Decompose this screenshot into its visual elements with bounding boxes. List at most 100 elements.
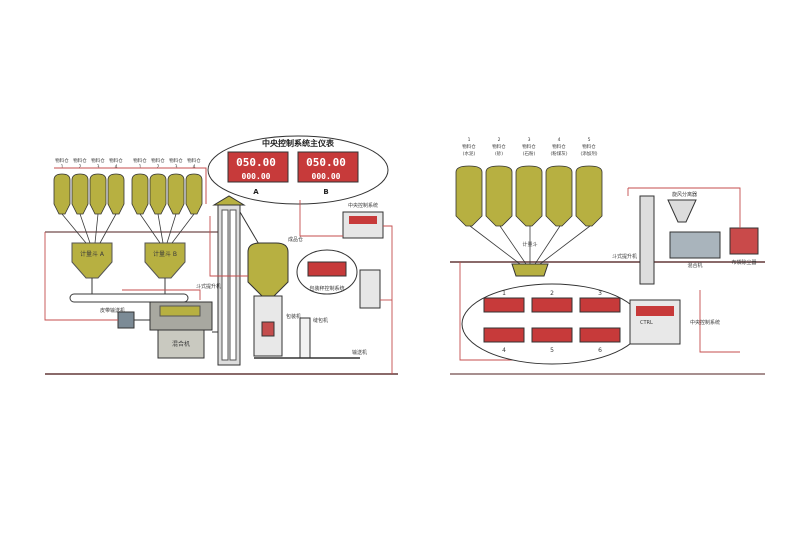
- bin-sub: (水泥): [463, 150, 476, 157]
- left-silo-b-3: [167, 173, 185, 215]
- panel-number: 5: [550, 347, 554, 354]
- left-silo-b-1: [131, 173, 149, 215]
- bin-label: 物料仓: [151, 157, 165, 164]
- panel-number: 2: [550, 290, 554, 297]
- display-a-value: 050.00: [236, 156, 276, 169]
- bin-number: 3: [97, 164, 100, 170]
- left-silo-a-1: [53, 173, 71, 215]
- panel-display-5: [531, 327, 573, 343]
- display-b-sub: 000.00: [312, 172, 341, 181]
- bin-number: 1: [139, 164, 142, 170]
- panel-display-6: [579, 327, 621, 343]
- bin-sub: (砂): [495, 150, 503, 157]
- scale-hopper-b: 计量斗 B: [144, 242, 186, 279]
- bin-label: 物料仓: [582, 143, 596, 150]
- panel-number: 3: [598, 290, 602, 297]
- left-silo-b-4: [185, 173, 203, 215]
- right-diagram: 物料仓(水泥)1物料仓(砂)2物料仓(石粉)3物料仓(粉煤灰)4物料仓(添加剂)…: [450, 137, 765, 375]
- bin-number: 1: [468, 137, 471, 143]
- finished-bin-label: 成品仓: [288, 236, 303, 243]
- central-panel-title: 中央控制系统主仪表: [262, 138, 335, 148]
- scale-hopper-b-label: 计量斗 B: [153, 250, 177, 258]
- mixer: 混合机: [117, 301, 213, 359]
- display-a-label: A: [253, 188, 259, 196]
- central-control-cabinet: 中央控制系统: [342, 202, 384, 239]
- bin-label: 物料仓: [169, 157, 183, 164]
- right-silo-2: [485, 165, 513, 227]
- bin-label: 物料仓: [133, 157, 147, 164]
- bin-number: 4: [193, 164, 196, 170]
- right-silo-1: [455, 165, 483, 227]
- bin-label: 物料仓: [187, 157, 201, 164]
- central-control-label: 中央控制系统: [348, 202, 378, 209]
- right-silo-4: [545, 165, 573, 227]
- left-silo-a-3: [89, 173, 107, 215]
- conveyor-label: 皮带输送机: [100, 307, 125, 314]
- central-instrument-callout: 中央控制系统主仪表 050.00 000.00 050.00 000.00 A …: [207, 135, 389, 205]
- bin-number: 5: [588, 137, 591, 143]
- scale-hopper-a: 计量斗 A: [71, 242, 113, 279]
- display-b-label: B: [323, 188, 328, 196]
- bin-label: 物料仓: [462, 143, 476, 150]
- bucket-elevator: 斗式提升机: [196, 195, 246, 366]
- right-silo-3: [515, 165, 543, 227]
- right-elevator-label: 斗式提升机: [612, 253, 637, 260]
- packing-control-callout: 包装秤控制系统: [296, 249, 381, 309]
- bin-number: 2: [157, 164, 160, 170]
- bin-number: 4: [558, 137, 561, 143]
- panel-display-4: [483, 327, 525, 343]
- right-mixer-label: 混合机: [687, 262, 702, 269]
- belt-label: 输送机: [352, 349, 367, 356]
- bin-sub: (石粉): [523, 150, 536, 157]
- bin-label: 物料仓: [109, 157, 123, 164]
- packing-control-label: 包装秤控制系统: [309, 285, 344, 292]
- control-panel-callout: 1 2 3 4 5 6: [461, 283, 643, 365]
- ctrl-label: CTRL: [640, 320, 653, 326]
- silo-row: 物料仓(水泥)1物料仓(砂)2物料仓(石粉)3物料仓(粉煤灰)4物料仓(添加剂)…: [455, 137, 603, 227]
- bin-label: 物料仓: [552, 143, 566, 150]
- panel-number: 4: [502, 347, 506, 354]
- bin-label: 物料仓: [522, 143, 536, 150]
- bin-label: 物料仓: [492, 143, 506, 150]
- bin-label: 物料仓: [55, 157, 69, 164]
- dust-collector-label: 布袋除尘器: [731, 259, 756, 266]
- bin-number: 2: [498, 137, 501, 143]
- panel-number: 1: [502, 290, 506, 297]
- bin-number: 1: [61, 164, 64, 170]
- finished-product-bin: 成品仓: [247, 236, 303, 297]
- right-mixer: 混合机: [669, 231, 721, 269]
- panel-display-2: [531, 297, 573, 313]
- bin-number: 3: [175, 164, 178, 170]
- control-room: CTRL 中央控制系统: [629, 299, 720, 345]
- panel-display-3: [579, 297, 621, 313]
- panel-display-1: [483, 297, 525, 313]
- packer-label: 包装机: [286, 313, 301, 320]
- bin-number: 2: [79, 164, 82, 170]
- packing-machine: 包装机 缝包机 输送机: [253, 295, 367, 359]
- bin-number: 4: [115, 164, 118, 170]
- bin-sub: (添加剂): [580, 150, 597, 157]
- right-silo-5: [575, 165, 603, 227]
- elevator-label: 斗式提升机: [196, 283, 221, 290]
- cyclone: 旋风分离器: [667, 191, 697, 223]
- display-a-sub: 000.00: [242, 172, 271, 181]
- left-silo-a-4: [107, 173, 125, 215]
- sewing-label: 缝包机: [313, 317, 328, 324]
- bin-sub: (粉煤灰): [550, 150, 567, 157]
- control-room-label: 中央控制系统: [690, 319, 720, 326]
- left-silo-a-2: [71, 173, 89, 215]
- bin-number: 3: [528, 137, 531, 143]
- dust-collector: 布袋除尘器: [729, 227, 759, 266]
- mixer-label: 混合机: [172, 340, 190, 348]
- bin-label: 物料仓: [73, 157, 87, 164]
- display-b-value: 050.00: [306, 156, 346, 169]
- cyclone-label: 旋风分离器: [672, 191, 697, 198]
- belt-conveyor: 皮带输送机: [69, 293, 189, 314]
- panel-number: 6: [598, 347, 602, 354]
- scale-hopper-a-label: 计量斗 A: [80, 250, 105, 258]
- left-silo-b-2: [149, 173, 167, 215]
